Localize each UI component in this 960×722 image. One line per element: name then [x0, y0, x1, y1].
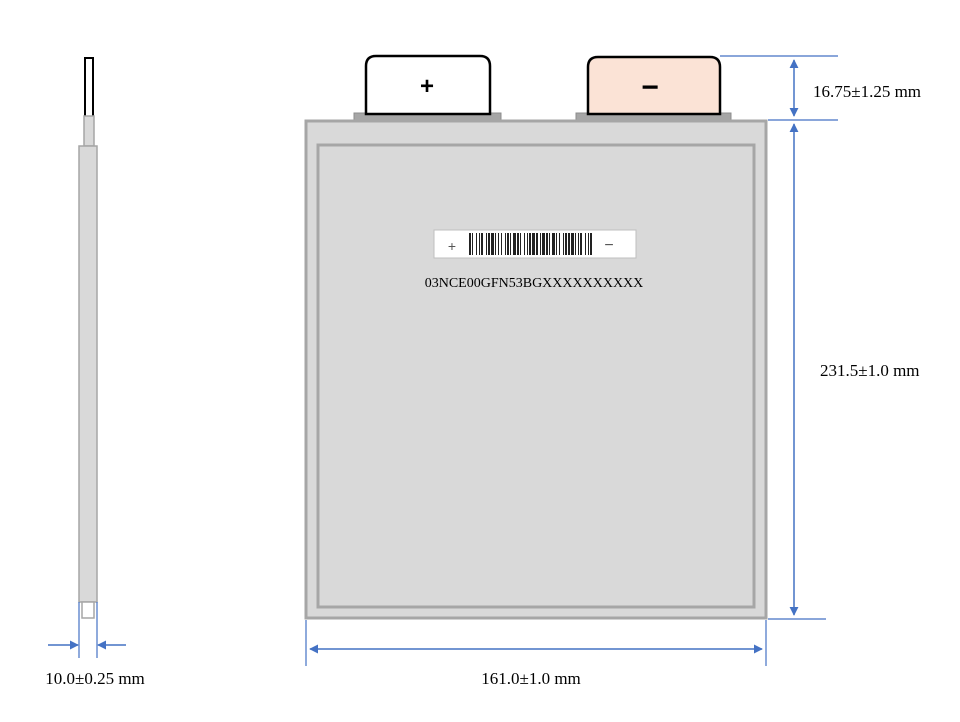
positive-terminal	[364, 54, 492, 116]
side-body	[78, 145, 98, 603]
barcode-bar	[507, 233, 509, 255]
positive-symbol: +	[420, 73, 434, 100]
barcode-bar	[527, 233, 528, 255]
barcode-bar	[542, 233, 545, 255]
side-bottom-tab	[81, 601, 95, 619]
tab-height-label: 16.75±1.25 mm	[813, 82, 921, 101]
barcode-bar	[578, 233, 579, 255]
barcode-bar	[571, 233, 574, 255]
barcode-bar	[540, 233, 541, 255]
width-label: 161.0±1.0 mm	[481, 669, 581, 688]
body-height-label: 231.5±1.0 mm	[820, 361, 920, 380]
barcode-bar	[575, 233, 576, 255]
negative-terminal	[586, 55, 722, 116]
barcode-bar	[498, 233, 499, 255]
barcode-bar	[552, 233, 555, 255]
barcode-bar	[556, 233, 557, 255]
barcode-bar	[505, 233, 506, 255]
barcode-bar	[472, 233, 473, 255]
cell-body	[304, 119, 768, 620]
serial-number: 03NCE00GFN53BGXXXXXXXXXX	[425, 276, 644, 291]
barcode-bar	[481, 233, 483, 255]
barcode-bar	[513, 233, 516, 255]
barcode-bar	[476, 233, 477, 255]
barcode-bar	[501, 233, 502, 255]
barcode-bar	[559, 233, 560, 255]
thickness-label: 10.0±0.25 mm	[45, 669, 145, 688]
barcode-bar	[486, 233, 487, 255]
barcode-bar	[479, 233, 480, 255]
barcode-bar	[524, 233, 525, 255]
negative-symbol: −	[641, 71, 659, 104]
barcode-bar	[529, 233, 531, 255]
cell-inner-border	[316, 143, 756, 609]
barcode-bar	[510, 233, 511, 255]
barcode-bar	[568, 233, 570, 255]
barcode-bars	[469, 233, 592, 255]
dimension-lines: 16.75±1.25 mm 231.5±1.0 mm 161.0±1.0 mm	[305, 55, 921, 688]
barcode-bar	[549, 233, 550, 255]
barcode-bar	[517, 233, 519, 255]
side-tab-top	[84, 57, 94, 119]
side-view: 10.0±0.25 mm	[45, 57, 145, 688]
barcode-bar	[488, 233, 490, 255]
barcode-bar	[590, 233, 592, 255]
barcode-bar	[546, 233, 548, 255]
barcode-bar	[469, 233, 471, 255]
barcode-bar	[563, 233, 564, 255]
barcode-bar	[588, 233, 589, 255]
barcode-bar	[491, 233, 494, 255]
barcode-bar	[520, 233, 521, 255]
barcode-bar	[565, 233, 567, 255]
barcode-label: + −	[433, 229, 637, 259]
barcode-bar	[580, 233, 582, 255]
barcode-bar	[536, 233, 538, 255]
barcode-right-mark: −	[604, 237, 613, 254]
barcode-left-mark: +	[448, 238, 456, 254]
side-tab-neck	[83, 115, 95, 147]
barcode-bar	[495, 233, 496, 255]
front-view: + − + − 03NCE00GFN53BGXXXXXXXXXX	[304, 54, 768, 620]
barcode-bar	[585, 233, 586, 255]
barcode-bar	[532, 233, 535, 255]
